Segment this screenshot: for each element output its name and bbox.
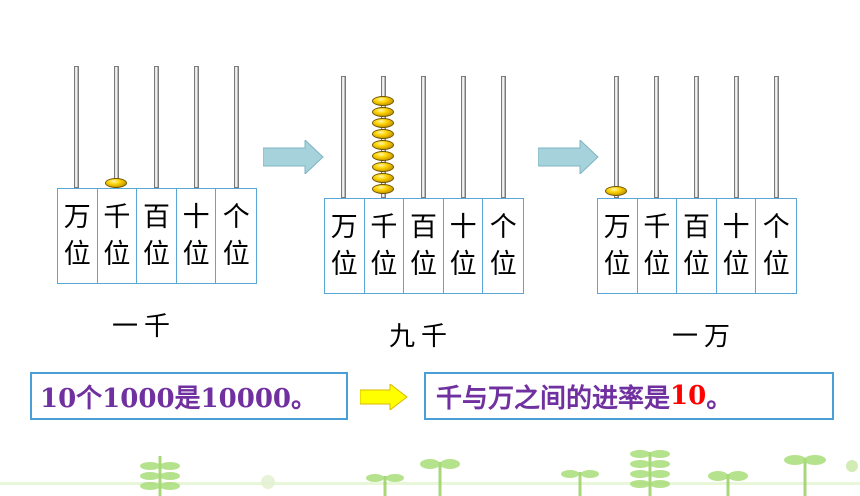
rod-wan bbox=[341, 76, 346, 198]
place-value-frame: 万位 千位 百位 十位 个位 bbox=[597, 198, 797, 294]
statement-right-box: 千与万之间的进率是 10 。 bbox=[424, 372, 834, 420]
caption-nine-thousand: 九千 bbox=[389, 322, 454, 352]
rod-ge bbox=[501, 76, 506, 198]
bead bbox=[372, 140, 394, 150]
cell-bai: 百位 bbox=[404, 199, 444, 293]
grass-sprouts-decoration bbox=[0, 450, 860, 496]
statement-right-suffix: 。 bbox=[706, 383, 733, 414]
rod-qian bbox=[654, 76, 659, 198]
cell-shi: 十位 bbox=[444, 199, 484, 293]
cell-ge: 个位 bbox=[489, 212, 517, 280]
statement-right-prefix: 千与万之间的进率是 bbox=[436, 383, 671, 414]
place-value-frame: 万位 千位 百位 十位 个位 bbox=[57, 188, 257, 284]
bead bbox=[372, 162, 394, 172]
statement-left-box: 10个1000是10000。 bbox=[30, 372, 348, 420]
right-arrow-icon bbox=[263, 140, 324, 174]
cell-shi: 十位 bbox=[177, 189, 217, 283]
right-arrow-icon bbox=[538, 140, 599, 174]
bead bbox=[372, 151, 394, 161]
cell-wan: 万位 bbox=[325, 199, 365, 293]
cell-qian: 千位 bbox=[365, 199, 405, 293]
rod-wan bbox=[614, 76, 619, 198]
statement-left-text: 10个1000是10000。 bbox=[40, 383, 317, 414]
rod-bai bbox=[154, 66, 159, 188]
cell-bai: 百位 bbox=[677, 199, 717, 293]
bead bbox=[372, 96, 394, 106]
bead bbox=[105, 178, 127, 188]
abacus-ten-thousand: 万位 千位 百位 十位 个位 bbox=[597, 76, 797, 300]
statement-right-number: 10 bbox=[670, 381, 707, 411]
bead bbox=[372, 173, 394, 183]
rod-shi bbox=[194, 66, 199, 188]
bead bbox=[372, 107, 394, 117]
rod-ge bbox=[234, 66, 239, 188]
rod-shi bbox=[734, 76, 739, 198]
rod-wan bbox=[74, 66, 79, 188]
yellow-arrow-icon bbox=[360, 384, 408, 410]
caption-one-thousand: 一千 bbox=[112, 312, 177, 342]
rod-ge bbox=[774, 76, 779, 198]
place-value-frame: 万位 千位 百位 十位 个位 bbox=[324, 198, 524, 294]
rod-qian bbox=[114, 66, 119, 188]
bead bbox=[372, 184, 394, 194]
bead bbox=[372, 129, 394, 139]
abacus-one-thousand: 万位 千位 百位 十位 个位 bbox=[57, 66, 257, 290]
cell-bai: 百位 bbox=[137, 189, 177, 283]
abacus-nine-thousand: 万位 千位 百位 十位 个位 bbox=[324, 76, 524, 300]
caption-ten-thousand: 一万 bbox=[672, 322, 737, 352]
cell-ge: 个位 bbox=[222, 202, 250, 270]
cell-qian: 千位 bbox=[638, 199, 678, 293]
cell-wan: 万位 bbox=[598, 199, 638, 293]
cell-shi: 十位 bbox=[717, 199, 757, 293]
bead bbox=[372, 118, 394, 128]
cell-ge: 个位 bbox=[762, 212, 790, 280]
rod-bai bbox=[694, 76, 699, 198]
rod-shi bbox=[461, 76, 466, 198]
rod-bai bbox=[421, 76, 426, 198]
cell-qian: 千位 bbox=[98, 189, 138, 283]
cell-wan: 万位 bbox=[58, 189, 98, 283]
bead bbox=[605, 186, 627, 196]
